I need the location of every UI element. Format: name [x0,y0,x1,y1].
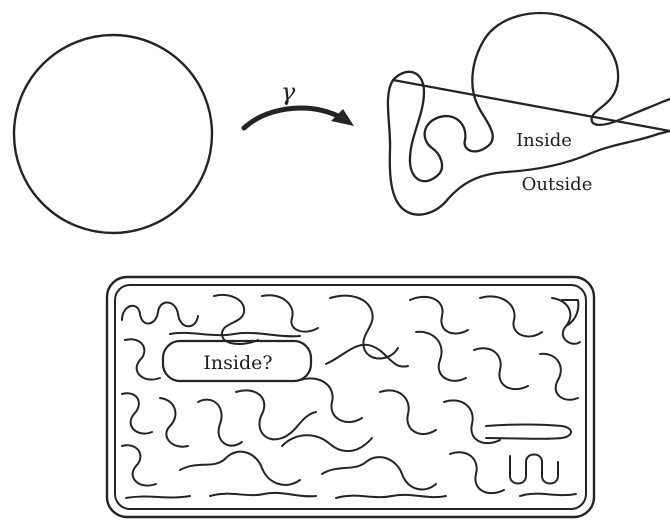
gamma-arrow-shaft [244,108,345,128]
outside-label: Outside [522,174,593,195]
maze-walls [122,295,580,498]
maze-outer-border [107,277,594,517]
maze-inner-border [115,285,586,509]
top-figure: γ Inside Outside [14,13,670,233]
inside-label: Inside [516,130,572,151]
inside-question-label: Inside? [203,352,272,374]
bottom-figure: Inside? [107,277,594,517]
gamma-label: γ [281,78,296,106]
unit-circle [14,35,212,233]
